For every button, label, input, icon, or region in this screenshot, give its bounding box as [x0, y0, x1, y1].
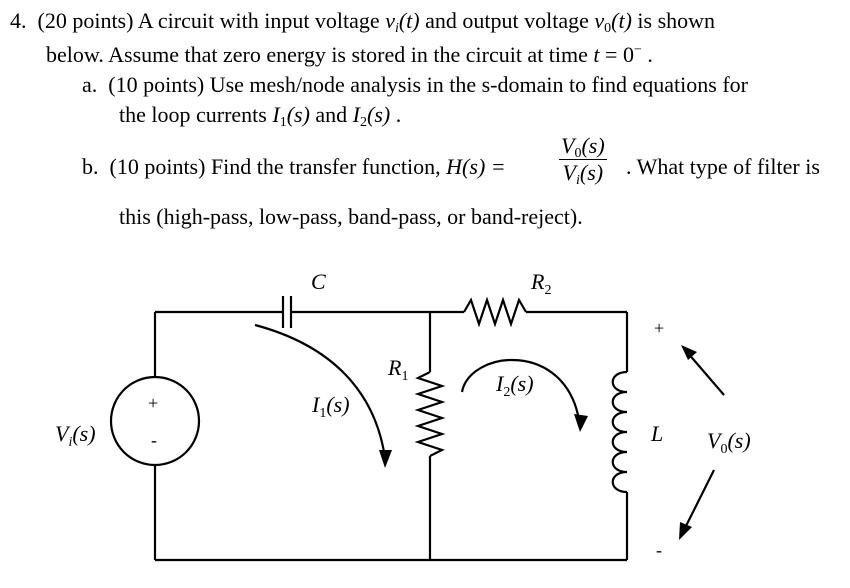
label-i2-symbol: I — [495, 371, 505, 396]
part-a-label: a. — [82, 72, 98, 97]
part-b-text: (10 points) Find the transfer function, — [109, 154, 447, 179]
part-a-text-1: (10 points) Use mesh/node analysis in th… — [108, 72, 748, 97]
label-vi-sub: i — [68, 435, 72, 450]
part-b-line-1: b. (10 points) Find the transfer functio… — [82, 154, 506, 180]
part-b-line-1-end: . What type of filter is — [626, 154, 820, 180]
label-capacitor: C — [311, 269, 326, 294]
part-b-line-2: this (high-pass, low-pass, band-pass, or… — [119, 204, 583, 230]
label-vo-arg: (s) — [727, 428, 750, 453]
label-i2-sub: 2 — [503, 385, 510, 400]
numerator-symbol: V — [561, 133, 575, 158]
label-vo: V0(s) — [707, 428, 751, 457]
resistor-r1 — [414, 371, 446, 457]
problem-text-2-end: . — [641, 42, 653, 67]
numerator-arg: (s) — [581, 133, 605, 158]
label-inductor: L — [650, 421, 663, 446]
output-plus-sign: + — [654, 318, 664, 338]
part-a-line-1: a. (10 points) Use mesh/node analysis in… — [82, 72, 748, 98]
denominator-symbol: V — [562, 160, 576, 185]
fraction-denominator: Vi(s) — [559, 160, 607, 188]
loop-current-1: I — [272, 102, 280, 127]
part-a-text-2: the loop currents — [119, 102, 273, 127]
problem-number: 4. — [10, 8, 27, 33]
inductor-l — [611, 370, 628, 494]
label-vo-symbol: V — [707, 428, 723, 453]
label-i1-arg: (s) — [326, 392, 349, 417]
vo-arrow-top-line — [686, 351, 725, 396]
part-b-label: b. — [82, 154, 99, 179]
label-r1-symbol: R — [387, 355, 402, 380]
time-symbol: t — [593, 42, 600, 67]
problem-text-1a: (20 points) A circuit with input voltage — [37, 8, 386, 33]
loop-current-1-arg: (s) — [286, 102, 310, 127]
label-i1-symbol: I — [311, 392, 321, 417]
voltage-source — [109, 375, 201, 467]
input-voltage-symbol: v — [385, 8, 395, 33]
part-a-and: and — [309, 102, 353, 127]
input-voltage-sub: i — [394, 21, 399, 36]
label-i1-sub: 1 — [319, 406, 326, 421]
problem-line-1: 4. (20 points) A circuit with input volt… — [10, 8, 716, 36]
fraction-bar — [559, 159, 607, 160]
label-r2: R2 — [530, 269, 551, 298]
label-r1-sub: 1 — [401, 369, 408, 384]
label-vi: Vi(s) — [55, 421, 96, 450]
loop-current-2-arg: (s) — [367, 102, 391, 127]
part-b-text-2: this (high-pass, low-pass, band-pass, or… — [119, 204, 583, 229]
transfer-function-symbol: H(s) = — [446, 154, 506, 179]
label-i2: I2(s) — [495, 371, 534, 400]
label-i1: I1(s) — [311, 392, 350, 421]
label-vi-arg: (s) — [72, 421, 95, 446]
time-sup: − — [633, 42, 642, 58]
output-minus-sign: - — [656, 540, 662, 560]
resistor-r2 — [463, 296, 527, 328]
problem-text-1b: and output voltage — [419, 8, 595, 33]
label-i2-arg: (s) — [510, 371, 533, 396]
vo-arrowhead-top — [681, 345, 697, 360]
loop-current-2-sub: 2 — [360, 115, 367, 130]
numerator-sub: 0 — [574, 146, 582, 161]
part-a-end: . — [390, 102, 402, 127]
label-r2-symbol: R — [530, 269, 545, 294]
current-i1-arrowhead — [379, 450, 392, 468]
part-b-after: . What type of filter is — [626, 154, 820, 179]
current-i1-arc — [254, 323, 387, 459]
input-voltage-arg: (t) — [398, 8, 420, 33]
source-plus-sign: + — [148, 393, 158, 413]
loop-current-1-sub: 1 — [279, 115, 287, 130]
problem-text-2a: below. Assume that zero energy is stored… — [46, 42, 594, 67]
source-minus-sign: - — [151, 430, 157, 450]
time-value: = 0 — [599, 42, 634, 67]
problem-text-1c: is shown — [631, 8, 716, 33]
vo-arrow-bottom-line — [683, 469, 715, 531]
label-r1: R1 — [387, 355, 408, 384]
current-i2-arrowhead — [574, 414, 588, 432]
denominator-sub: i — [576, 173, 580, 188]
problem-line-2: below. Assume that zero energy is stored… — [46, 42, 653, 68]
vo-arrowhead-bottom — [679, 522, 692, 540]
part-a-line-2: the loop currents I1(s) and I2(s) . — [119, 102, 402, 130]
label-r2-sub: 2 — [544, 283, 551, 298]
transfer-function-fraction: V0(s) Vi(s) — [559, 133, 607, 188]
output-voltage-arg: (t) — [611, 8, 632, 33]
label-vi-symbol: V — [55, 421, 71, 446]
current-i2-arc — [460, 358, 581, 421]
output-voltage-sub: 0 — [604, 21, 612, 36]
loop-current-2: I — [352, 102, 360, 127]
output-voltage-symbol: v — [594, 8, 605, 33]
denominator-arg: (s) — [579, 160, 604, 185]
label-vo-sub: 0 — [720, 442, 727, 457]
fraction-numerator: V0(s) — [559, 133, 607, 161]
